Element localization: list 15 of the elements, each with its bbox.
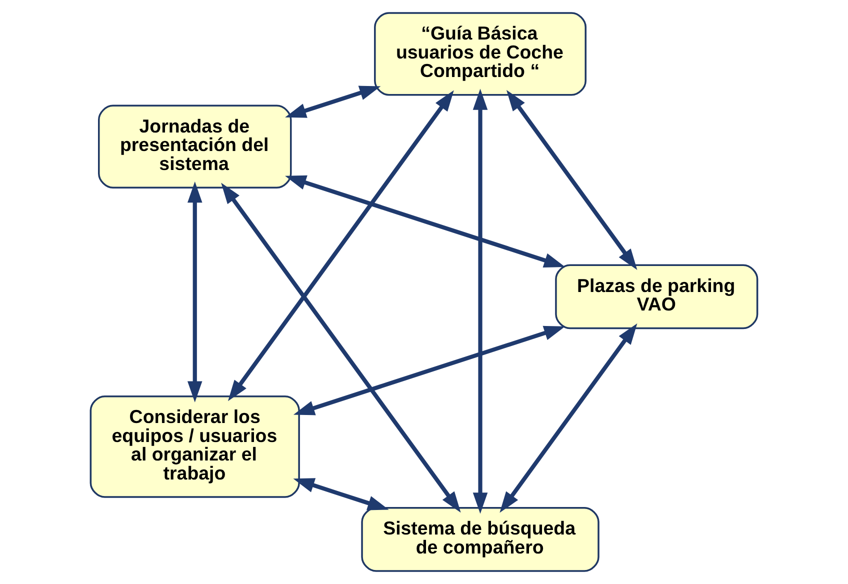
arrow bbox=[187, 182, 202, 402]
arrow bbox=[472, 88, 488, 514]
arrow bbox=[293, 478, 389, 510]
node-box: Considerar los equipos / usuarios al organizar el trabajo bbox=[90, 396, 300, 498]
arrow bbox=[293, 326, 566, 416]
arrow bbox=[221, 182, 461, 513]
node-box: “Guía Básica usuarios de Coche Compartido “ bbox=[374, 12, 586, 96]
node-box: Plazas de parking VAO bbox=[555, 264, 758, 330]
node-box: Sistema de búsqueda de compañero bbox=[361, 506, 600, 572]
arrow bbox=[228, 90, 454, 402]
arrow bbox=[506, 90, 638, 270]
node-box: Jornadas de presentación del sistema bbox=[98, 104, 292, 188]
arrow bbox=[500, 323, 638, 513]
arrow bbox=[285, 86, 381, 118]
arrow bbox=[285, 175, 566, 268]
